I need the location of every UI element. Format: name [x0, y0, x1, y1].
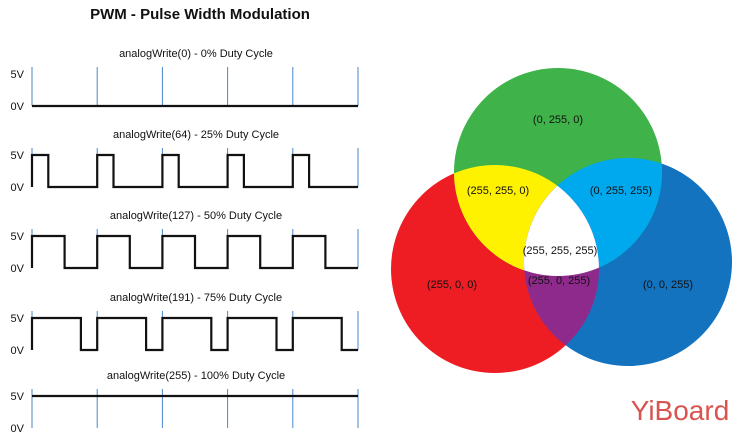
pwm-waveform — [30, 153, 358, 189]
pwm-row-label: analogWrite(64) - 25% Duty Cycle — [113, 129, 279, 141]
yellow-label: (255, 255, 0) — [467, 185, 529, 197]
pwm-row-label: analogWrite(191) - 75% Duty Cycle — [110, 292, 282, 304]
magenta-label: (255, 0, 255) — [528, 275, 590, 287]
voltage-high-label: 5V — [11, 313, 25, 325]
green-label: (0, 255, 0) — [533, 114, 583, 126]
pwm-row-label: analogWrite(127) - 50% Duty Cycle — [110, 210, 282, 222]
pwm-waveform — [30, 234, 358, 270]
red-label: (255, 0, 0) — [427, 279, 477, 291]
voltage-high-label: 5V — [11, 150, 25, 162]
blue-label: (0, 0, 255) — [643, 279, 693, 291]
page-title: PWM - Pulse Width Modulation — [90, 6, 310, 23]
voltage-low-label: 0V — [11, 423, 25, 435]
voltage-low-label: 0V — [11, 263, 25, 275]
voltage-high-label: 5V — [11, 391, 25, 403]
pwm-row-label: analogWrite(0) - 0% Duty Cycle — [119, 48, 273, 60]
voltage-low-label: 0V — [11, 345, 25, 357]
voltage-high-label: 5V — [11, 231, 25, 243]
voltage-low-label: 0V — [11, 101, 25, 113]
voltage-low-label: 0V — [11, 182, 25, 194]
cyan-label: (0, 255, 255) — [590, 185, 652, 197]
voltage-high-label: 5V — [11, 69, 25, 81]
white-label: (255, 255, 255) — [523, 245, 598, 257]
pwm-row-label: analogWrite(255) - 100% Duty Cycle — [107, 370, 285, 382]
pwm-diagram: analogWrite(0) - 0% Duty Cycle 5V 0V analog… — [11, 48, 359, 435]
pwm-waveform — [30, 316, 358, 352]
watermark-logo: YiBoard — [631, 395, 730, 426]
